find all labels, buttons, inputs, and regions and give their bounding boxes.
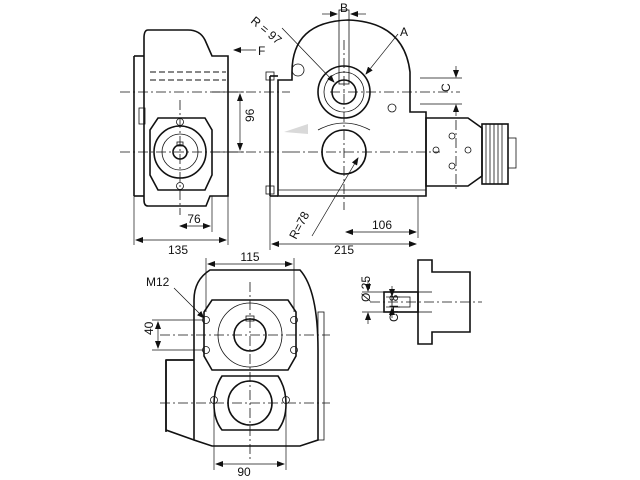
shaft-detail-view — [362, 259, 482, 345]
label-f: F — [258, 44, 265, 58]
dim-76: 76 — [187, 212, 201, 226]
dim-115: 115 — [240, 250, 259, 264]
label-r97: R = 97 — [248, 14, 285, 48]
dim-40: 40 — [142, 321, 156, 335]
label-c: C — [439, 83, 453, 92]
dim-96: 96 — [243, 108, 257, 122]
dim-90: 90 — [237, 465, 251, 479]
bottom-view — [152, 258, 330, 470]
dim-diameter-25: Ø 25 — [359, 276, 373, 302]
dim-106: 106 — [372, 218, 392, 232]
label-a: A — [400, 25, 408, 39]
dim-215: 215 — [334, 243, 354, 257]
dim-135: 135 — [168, 243, 188, 257]
side-view — [120, 29, 290, 245]
dim-ch-8: CH 8 — [387, 294, 401, 322]
label-m12: M12 — [146, 275, 170, 289]
label-b: B — [340, 1, 348, 15]
label-r78: R=78 — [286, 209, 312, 241]
front-view — [265, 9, 517, 250]
